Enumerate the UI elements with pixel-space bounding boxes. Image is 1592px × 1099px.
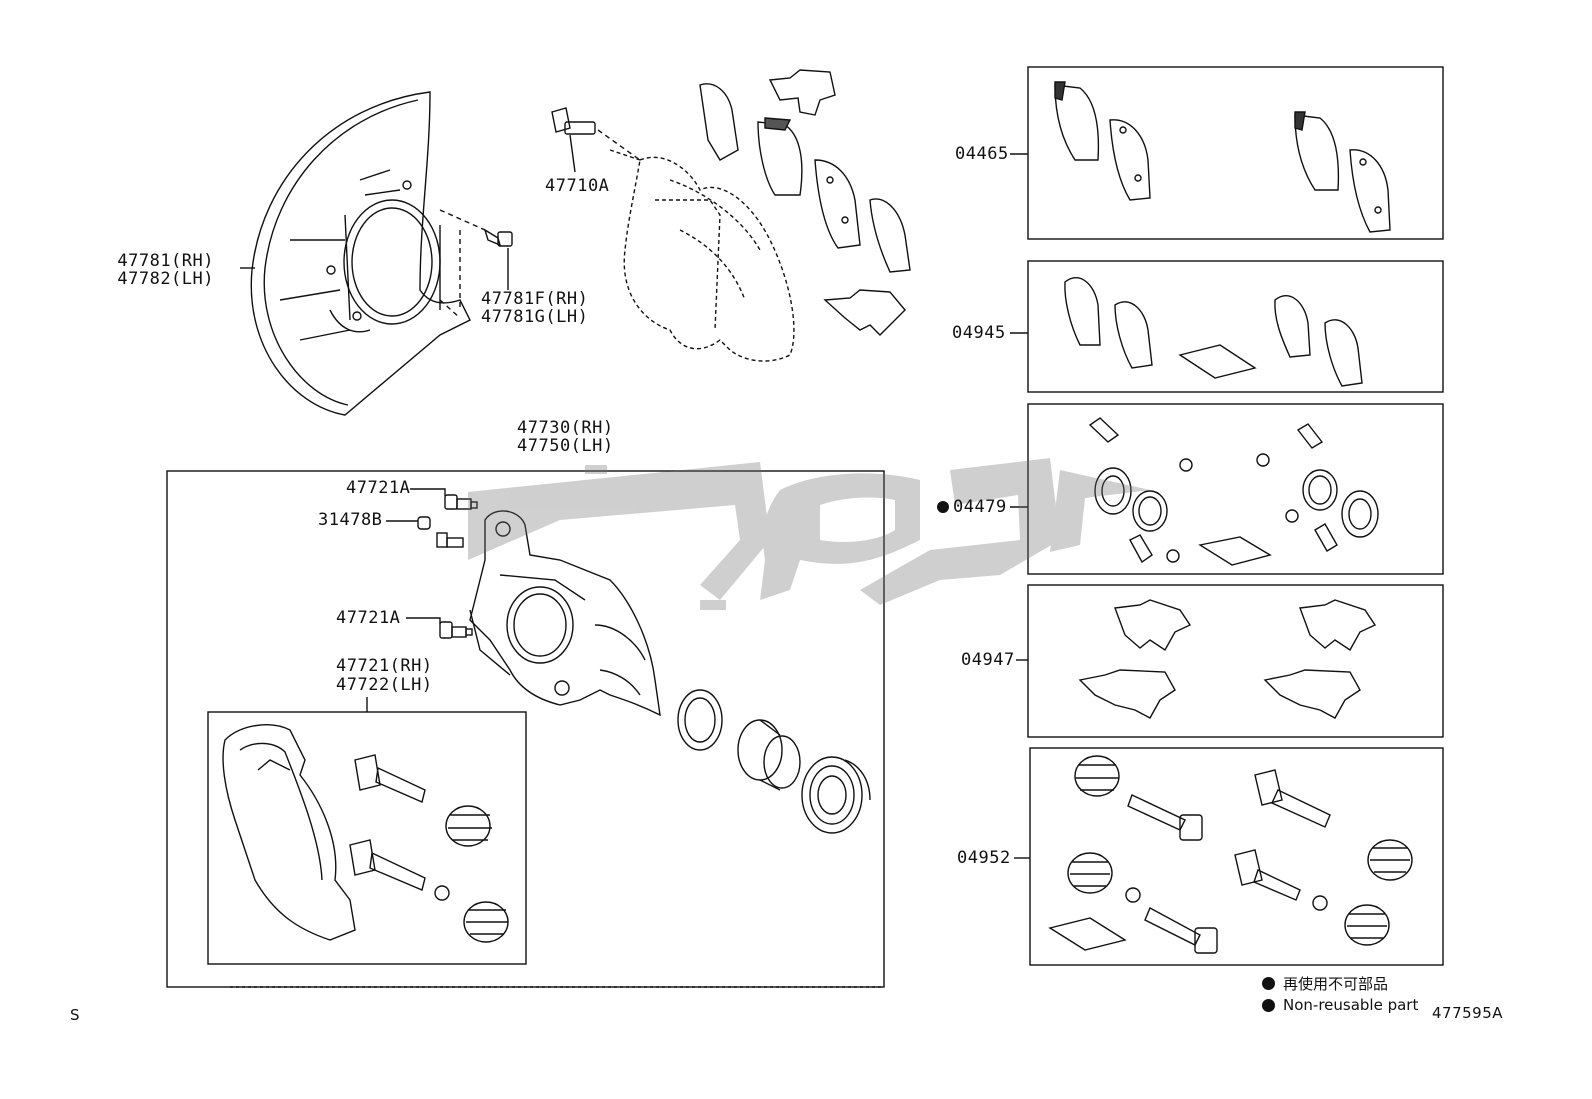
pin-boots-drawing — [445, 805, 509, 943]
watermark-logo — [468, 458, 1150, 610]
legend-japanese: 再使用不可部品 — [1262, 973, 1388, 994]
caliper-bolt-drawing — [551, 107, 641, 173]
label-mounting-lh: 47722(LH) — [336, 675, 433, 695]
label-kit-04465: 04465 — [955, 144, 1009, 164]
label-kit-04945: 04945 — [952, 323, 1006, 343]
kit-04479-seals-drawing — [1088, 417, 1379, 566]
label-kit-04479: 04479 — [953, 497, 1007, 517]
kit-box-04465 — [1027, 66, 1444, 240]
slide-pins-drawing — [349, 754, 450, 901]
kit-box-04945 — [1027, 260, 1444, 393]
legend-japanese-text: 再使用不可部品 — [1283, 975, 1389, 993]
mounting-subassembly-frame — [207, 711, 527, 965]
kit-04945-shims-drawing — [1064, 277, 1363, 387]
label-caliper-assy-lh: 47750(LH) — [517, 436, 614, 456]
brake-pads-drawing — [699, 69, 911, 336]
bleeder-parts-drawing — [386, 488, 478, 639]
label-kit-04947: 04947 — [961, 650, 1015, 670]
label-caliper-bolt: 47710A — [545, 176, 610, 196]
kit-box-04947 — [1027, 584, 1444, 738]
label-shield-bolt-rh: 47781F(RH) — [481, 289, 589, 309]
mounting-bracket-drawing — [222, 724, 356, 941]
label-bleeder-cap: 31478B — [318, 510, 383, 530]
corner-mark: S — [70, 1006, 81, 1024]
piston-seal-drawing — [677, 689, 723, 751]
label-shield-rh: 47781(RH) — [117, 251, 214, 271]
kit-box-04952 — [1029, 747, 1444, 966]
dust-shield-drawing — [240, 91, 486, 416]
label-bleeder-upper: 47721A — [346, 478, 411, 498]
label-caliper-assy-rh: 47730(RH) — [517, 418, 614, 438]
caliper-body-drawing — [469, 510, 661, 717]
kit-04952-pins-boots-drawing — [1048, 755, 1413, 954]
label-kit-04952: 04952 — [957, 848, 1011, 868]
caliper-phantom-drawing — [609, 149, 795, 362]
legend-dot-icon — [1262, 977, 1275, 990]
legend-english: Non-reusable part — [1262, 996, 1418, 1014]
kit-04465-pads-drawing — [1054, 81, 1391, 233]
figure-id: 477595A — [1432, 1004, 1504, 1022]
label-mounting-rh: 47721(RH) — [336, 656, 433, 676]
piston-drawing — [737, 719, 801, 791]
label-shield-lh: 47782(LH) — [117, 269, 214, 289]
label-bleeder-lower: 47721A — [336, 608, 401, 628]
kit-box-04479 — [1027, 403, 1444, 575]
kit-04947-clips-drawing — [1078, 599, 1377, 719]
legend-dot-icon — [1262, 998, 1275, 1012]
legend-english-text: Non-reusable part — [1283, 996, 1419, 1014]
nonreusable-dot-04479 — [937, 501, 949, 513]
label-shield-bolt-lh: 47781G(LH) — [481, 307, 589, 327]
shield-bolt-drawing — [483, 228, 513, 290]
piston-boot-drawing — [801, 756, 871, 834]
